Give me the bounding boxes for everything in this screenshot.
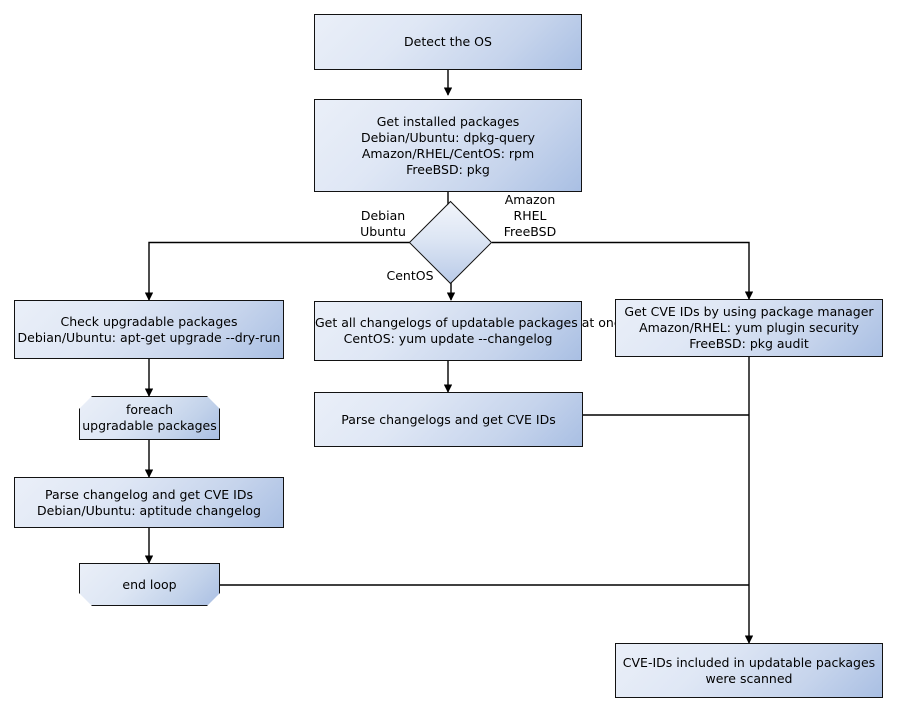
node-get-all-changelogs-label: Get all changelogs of updatable packages… — [315, 315, 629, 346]
node-detect-os-label: Detect the OS — [404, 34, 492, 49]
edge-decision-to-pkgmgr — [492, 241, 754, 300]
node-parse-changelogs-bulk-label: Parse changelogs and get CVE IDs — [341, 411, 556, 427]
node-detect-os: Detect the OS — [314, 14, 582, 70]
edge-label-centos-text: CentOS — [386, 268, 434, 283]
node-get-all-changelogs: Get all changelogs of updatable packages… — [314, 301, 629, 361]
node-end-loop: end loop — [79, 563, 220, 606]
edge-decision-to-check-upgradable — [144, 241, 410, 301]
node-parse-changelogs-bulk: Parse changelogs and get CVE IDs — [314, 392, 583, 447]
node-end-loop-label: end loop — [122, 576, 177, 592]
edge-label-centos: CentOS — [380, 268, 440, 284]
